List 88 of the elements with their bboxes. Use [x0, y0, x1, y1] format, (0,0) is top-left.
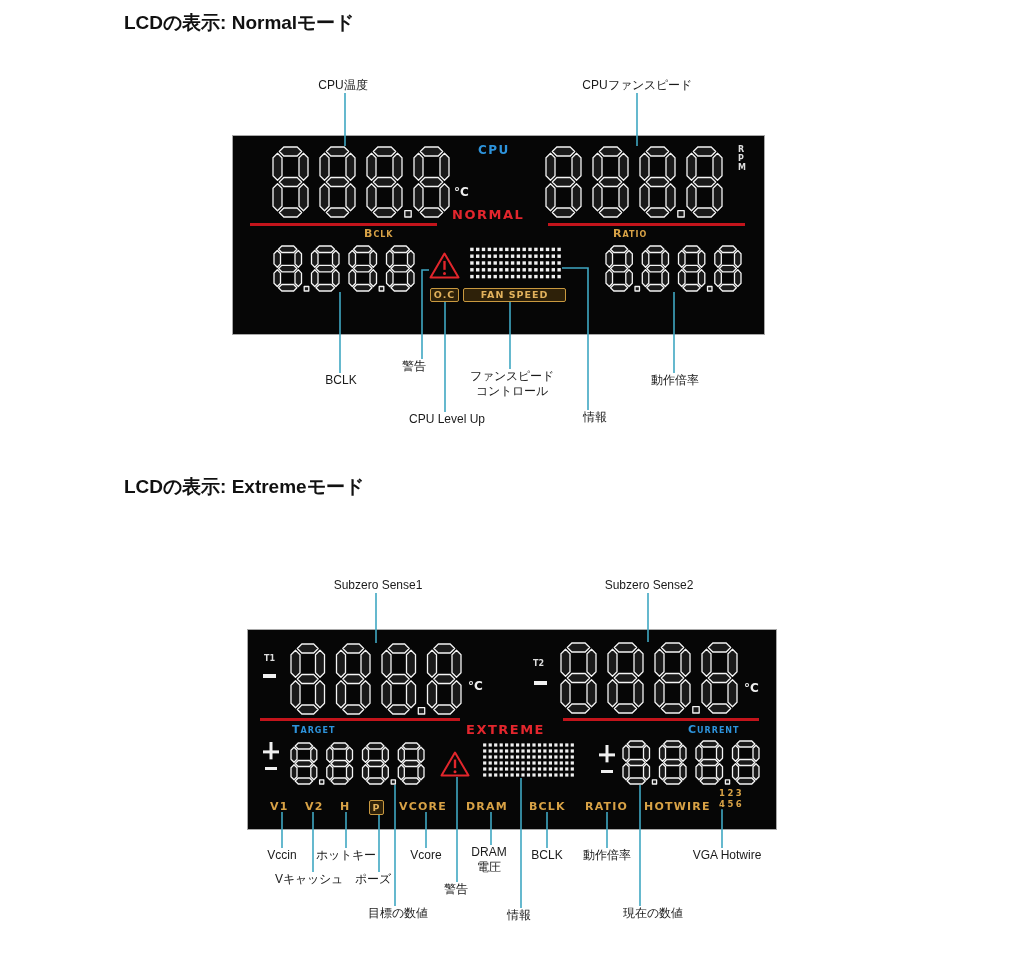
dot-matrix-display [469, 246, 562, 280]
leader-line [639, 784, 641, 907]
warning-icon [440, 751, 470, 777]
callout-label: ファンスピードコントロール [468, 369, 556, 399]
lcd-label: °C [468, 680, 483, 692]
leader-line [421, 269, 430, 360]
leader-line [375, 592, 377, 644]
callout-label: VGA Hotwire [692, 848, 762, 863]
leader-line [394, 784, 396, 907]
lcd-panel [247, 629, 777, 830]
section-heading: LCDの表示: Extremeモード [124, 476, 364, 499]
lcd-label: RPM [738, 146, 744, 173]
seven-segment-display [560, 642, 738, 714]
indicator-badge: FAN SPEED [463, 288, 566, 302]
callout-label: CPUファンスピード [582, 78, 692, 93]
lcd-label: NORMAL [452, 208, 525, 221]
leader-line [425, 811, 427, 849]
lcd-label: TARGET [292, 724, 336, 735]
leader-line [673, 291, 675, 374]
callout-label: DRAM電圧 [467, 845, 511, 875]
callout-label: Subzero Sense2 [604, 578, 694, 593]
lcd-label: CURRENT [688, 724, 740, 735]
callout-label: ポーズ [355, 872, 391, 887]
indicator-badge: P [369, 800, 384, 815]
callout-label: 動作倍率 [651, 373, 699, 388]
leader-line [378, 814, 380, 873]
callout-label: 情報 [507, 908, 531, 923]
seven-segment-display [622, 740, 760, 785]
lcd-label: RATIO [585, 801, 629, 812]
callout-label: Vキャッシュ [275, 872, 343, 887]
callout-label: Subzero Sense1 [333, 578, 423, 593]
callout-label: 情報 [583, 410, 607, 425]
callout-label: ホットキー [316, 848, 376, 863]
leader-line [344, 92, 346, 147]
lcd-label: HOTWIRE [644, 801, 711, 812]
lcd-label: 456 [719, 798, 745, 810]
seven-segment-display [605, 245, 742, 292]
lcd-label: V1 [270, 801, 289, 812]
seven-segment-display [273, 245, 415, 292]
callout-label: 警告 [402, 359, 426, 374]
leader-line [721, 808, 723, 849]
leader-line [520, 777, 522, 909]
leader-line [606, 811, 608, 849]
leader-line [509, 301, 511, 370]
callout-label: BCLK [531, 848, 563, 863]
callout-label: 現在の数値 [623, 906, 683, 921]
lcd-label: RATIO [613, 228, 648, 239]
seven-segment-display [290, 643, 462, 715]
lcd-label: °C [454, 186, 469, 198]
lcd-label: T1 [264, 655, 276, 663]
lcd-label: BCLK [364, 228, 394, 239]
lcd-panel [232, 135, 765, 335]
indicator-badge: O.C [430, 288, 459, 302]
lcd-label: BCLK [529, 801, 566, 812]
leader-line [345, 811, 347, 849]
leader-line [312, 811, 314, 873]
callout-label: Vcore [410, 848, 442, 863]
leader-line [456, 776, 458, 883]
lcd-label: DRAM [466, 801, 508, 812]
lcd-label: °C [744, 682, 759, 694]
callout-label: BCLK [325, 373, 357, 388]
leader-line [636, 92, 638, 147]
leader-line [339, 291, 341, 374]
section-heading: LCDの表示: Normalモード [124, 12, 355, 35]
lcd-label: H [340, 801, 351, 812]
lcd-label: CPU [478, 144, 510, 156]
callout-label: 目標の数値 [368, 906, 428, 921]
warning-icon [429, 252, 460, 279]
lcd-label: VCORE [399, 801, 447, 812]
leader-line [546, 811, 548, 849]
callout-label: Vccin [267, 848, 297, 863]
callout-label: 警告 [444, 882, 468, 897]
leader-line [281, 811, 283, 849]
leader-line [647, 592, 649, 643]
callout-label: 動作倍率 [583, 848, 631, 863]
callout-label: CPU温度 [318, 78, 368, 93]
leader-line [490, 811, 492, 846]
lcd-label: EXTREME [466, 723, 545, 736]
seven-segment-display [290, 742, 425, 785]
lcd-label: V2 [305, 801, 324, 812]
leader-line [444, 301, 446, 413]
dot-matrix-display [482, 742, 575, 778]
lcd-label: 123 [719, 788, 745, 799]
seven-segment-display [272, 146, 450, 218]
callout-label: CPU Level Up [409, 412, 485, 427]
leader-line [561, 267, 589, 411]
seven-segment-display [545, 146, 723, 218]
lcd-label: T2 [533, 660, 545, 668]
